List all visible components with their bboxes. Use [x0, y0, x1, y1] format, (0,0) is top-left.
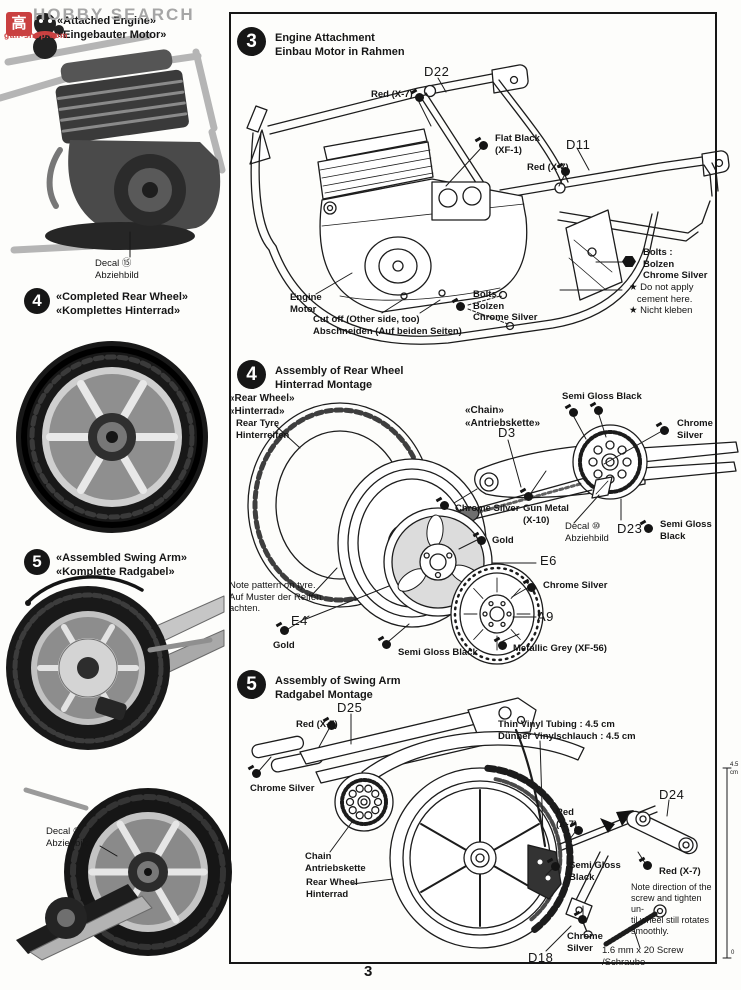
part-code-e4: E4: [291, 613, 308, 628]
paint-dot-icon: [456, 302, 465, 311]
decal10-step4-label: Decal ⑩ Abziehbild: [565, 521, 609, 544]
paint-dot-icon: [578, 915, 587, 924]
part-code-d3: D3: [498, 425, 516, 440]
paint-dot-icon: [382, 640, 391, 649]
paint-label-chrome-disc: Chrome Silver: [543, 580, 608, 591]
ruler-bottom-value: 0: [731, 950, 735, 956]
paint-dot-icon: [440, 501, 449, 510]
paint-label-red-left: Red (X-7): [296, 719, 338, 730]
paint-label-semi-gloss-right: Semi Gloss Black: [660, 519, 712, 542]
bolt-icon: [622, 256, 636, 267]
step5-badge: 5: [237, 670, 266, 699]
step4-title: Assembly of Rear Wheel Hinterrad Montage: [275, 365, 404, 392]
cement-warning-note: ★ Do not apply cement here. ★ Nicht kleb…: [629, 282, 694, 317]
paint-dot-icon: [415, 93, 424, 102]
left-step5-badge: 5: [24, 549, 50, 575]
step3-title: Engine Attachment Einbau Motor in Rahmen: [275, 32, 405, 59]
paint-label-red-right: Red (X-7): [659, 866, 701, 877]
step4-badge: 4: [237, 360, 266, 389]
paint-dot-icon: [524, 492, 533, 501]
rear-wheel-header: «Rear Wheel» «Hinterrad»: [229, 393, 295, 417]
paint-dot-icon: [574, 826, 583, 835]
paint-label-chrome-top: Chrome Silver: [250, 783, 315, 794]
paint-label-gun-metal: Gun Metal (X-10): [523, 503, 569, 526]
paint-dot-icon: [498, 641, 507, 650]
paint-label-chrome-left: Chrome Silver: [455, 503, 520, 514]
photo-swing-arm-chain: [16, 787, 232, 961]
paint-label-red-mid: Red (X-7): [527, 162, 569, 173]
photo-assembled-swing-arm: [6, 575, 225, 750]
decal10-left-label: Decal ⑩ Abziehbild: [46, 826, 90, 849]
rear-tyre-label: Rear Tyre Hinterreifen: [236, 418, 290, 441]
step4-leader-lines: [274, 414, 663, 642]
paint-dot-icon: [280, 626, 289, 635]
paint-label-flat-black: Flat Black (XF-1): [495, 133, 540, 156]
engine-label: Engine Motor: [290, 292, 322, 315]
paint-dot-icon: [252, 769, 261, 778]
paint-dot-icon: [479, 141, 488, 150]
part-code-d11: D11: [566, 137, 591, 152]
screw-size-label: 1.6 mm x 20 Screw /Schraube: [602, 945, 684, 968]
ruler: [722, 767, 732, 959]
part-code-d24: D24: [659, 787, 685, 802]
bolts-mid-label: Bolts : Bolzen Chrome Silver: [473, 289, 538, 324]
paint-label-metallic-grey: Metallic Grey (XF-56): [513, 643, 607, 654]
photo-completed-rear-wheel: [16, 341, 208, 533]
part-code-d22: D22: [424, 64, 450, 79]
part-code-e6: E6: [540, 553, 557, 568]
vinyl-tubing-note: Thin Vinyl Tubing : 4.5 cm Dünner Vinyls…: [498, 719, 636, 742]
photo-attached-engine: [0, 32, 226, 258]
ruler-unit: cm: [730, 770, 738, 776]
paint-label-red-top: Red (X-7): [371, 89, 413, 100]
ruler-top-value: 4.5: [730, 762, 739, 768]
watermark-logo-icon: 高: [6, 12, 32, 36]
step3-badge: 3: [237, 27, 266, 56]
part-code-d25: D25: [337, 700, 363, 715]
step4-wheel-drawing: [247, 402, 739, 665]
part-code-d23: D23: [617, 521, 643, 536]
rear-wheel-label: Rear Wheel Hinterrad: [306, 877, 358, 900]
left-step4-badge: 4: [24, 288, 50, 314]
mascot-icon: [33, 13, 64, 59]
tyre-pattern-note: Note pattern on tyre. Auf Muster der Rei…: [229, 580, 322, 615]
paint-label-semi-gloss-top: Semi Gloss Black: [562, 391, 642, 402]
attached-engine-caption: «Attached Engine» «Eingebauter Motor»: [57, 15, 167, 42]
part-code-d18: D18: [528, 950, 554, 965]
paint-dot-icon: [527, 583, 536, 592]
completed-rear-wheel-caption: «Completed Rear Wheel» «Komplettes Hinte…: [56, 291, 189, 318]
paint-dot-icon: [643, 861, 652, 870]
part-code-a9: A9: [537, 609, 554, 624]
assembled-swing-arm-caption: «Assembled Swing Arm» «Komplette Radgabe…: [56, 552, 188, 579]
paint-dot-icon: [594, 406, 603, 415]
decal15-label: Decal ⑮ Abziehbild: [95, 258, 139, 281]
screw-direction-note: Note direction of the screw and tighten …: [631, 882, 712, 936]
paint-dot-icon: [569, 408, 578, 417]
paint-dot-icon: [561, 167, 570, 176]
paint-dot-icon: [660, 426, 669, 435]
paint-dot-icon: [477, 536, 486, 545]
paint-dot-icon: [327, 721, 336, 730]
paint-label-chrome-bottom: Chrome Silver: [567, 931, 603, 954]
paint-dot-icon: [551, 862, 560, 871]
step3-frame-drawing: [246, 64, 730, 345]
cut-off-note: Cut off (Other side, too) Abschneiden (A…: [313, 314, 462, 337]
paint-label-gold-bottom: Gold: [273, 640, 295, 651]
paint-label-gold-top: Gold: [492, 535, 514, 546]
paint-label-semi-gloss: Semi Gloss Black: [569, 860, 621, 883]
paint-dot-icon: [644, 524, 653, 533]
step5-title: Assembly of Swing Arm Radgabel Montage: [275, 675, 401, 702]
step3-leader-lines: [315, 77, 627, 314]
bolts-right-label: Bolts : Bolzen Chrome Silver: [643, 247, 708, 282]
watermark-brand: HOBBY SEARCH: [33, 5, 195, 24]
chain-label: Chain Antriebskette: [305, 851, 366, 874]
paint-label-chrome-right: Chrome Silver: [677, 418, 713, 441]
step5-leader-lines: [257, 713, 670, 952]
watermark-site: gan-shop.com: [4, 30, 69, 40]
page-number: 3: [364, 963, 373, 980]
chain-header: «Chain» «Antriebskette»: [465, 405, 541, 429]
paint-label-red-mid: Red (X-7): [556, 807, 578, 830]
paint-label-semi-gloss-bottom: Semi Gloss Black: [398, 647, 478, 658]
